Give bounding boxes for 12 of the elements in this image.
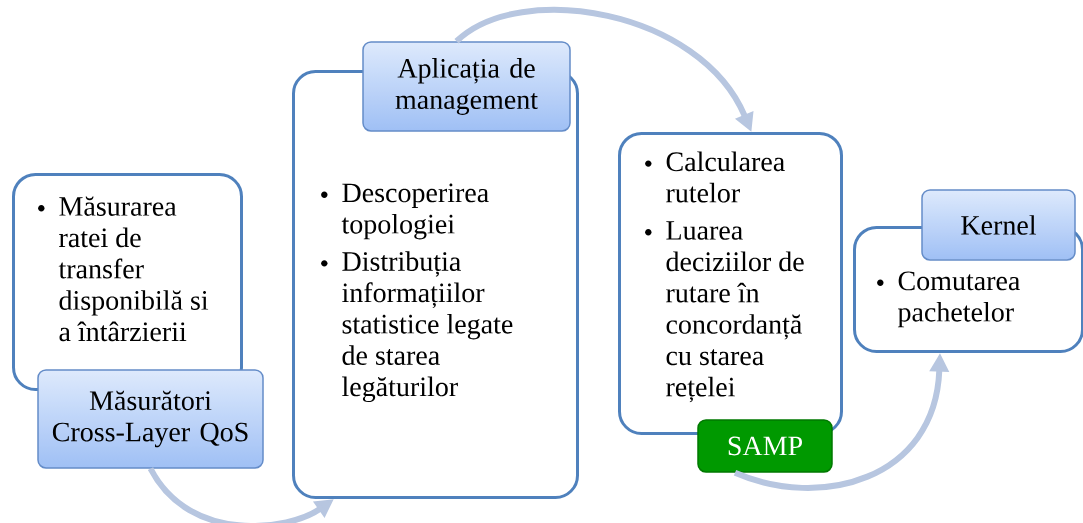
bullet-text: Comutarea pachetelor <box>877 271 1020 328</box>
label-box: SAMP <box>697 419 833 473</box>
bullet-text: Descoperirea topologiei <box>321 183 489 240</box>
bullet-text: Măsurarea ratei de transfer disponibilă si a întârzierii <box>38 196 209 342</box>
rounded-box <box>12 173 243 391</box>
bullet-text: Distribuția informațiilor statistice legate de starea legăturilor <box>321 251 513 403</box>
bullet-text: Luarea deciziilor de rutare în concordanță cu starea rețelei <box>645 221 804 403</box>
label-box: Aplicația de management <box>362 41 571 132</box>
rounded-box <box>618 132 843 435</box>
label-box: Kernel <box>921 189 1076 261</box>
bullet-text: Calcularea rutelor <box>645 151 785 203</box>
label-box: Măsurători Cross-Layer QoS <box>37 369 264 469</box>
